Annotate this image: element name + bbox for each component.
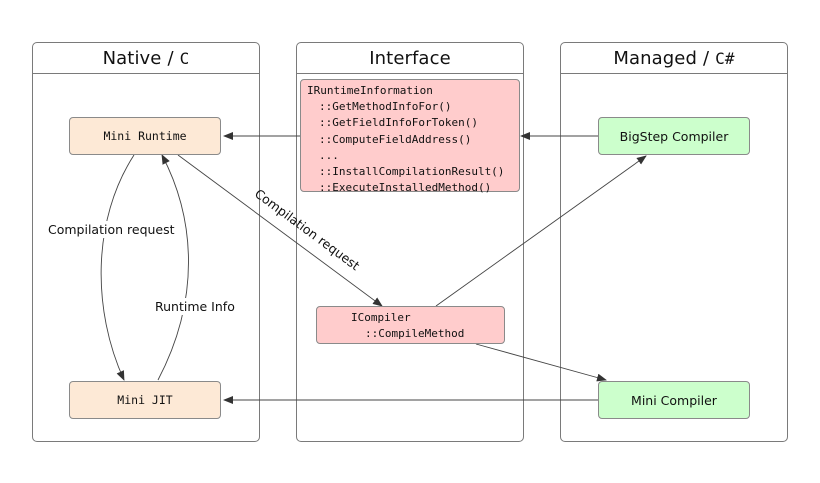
mini-runtime-label: Mini Runtime <box>103 129 187 143</box>
native-language: C <box>179 48 190 68</box>
edge-icompiler-to-bigstep <box>435 155 647 307</box>
mini-jit-node: Mini JIT <box>69 381 221 419</box>
runtime-information-name: IRuntimeInformation <box>307 84 433 97</box>
icompiler-name: ICompiler <box>351 311 411 324</box>
managed-column-header: Managed / C# <box>561 43 787 74</box>
icompiler-node: ICompiler ::CompileMethod <box>316 306 505 344</box>
mini-jit-label: Mini JIT <box>117 393 173 407</box>
bigstep-compiler-node: BigStep Compiler <box>598 117 750 155</box>
native-column-header: Native / C <box>33 43 259 74</box>
edge-icompiler-to-minicompiler <box>475 343 607 382</box>
managed-column: Managed / C# <box>560 42 788 442</box>
native-column: Native / C <box>32 42 260 442</box>
edge-runtime-to-icompiler <box>177 154 383 307</box>
interface-column-header: Interface <box>297 43 523 74</box>
mini-runtime-node: Mini Runtime <box>69 117 221 155</box>
mini-compiler-label: Mini Compiler <box>631 392 717 408</box>
runtime-info-label: Runtime Info <box>154 298 236 315</box>
managed-language: C# <box>715 48 735 68</box>
method-install-compilation-result: ::InstallCompilationResult() <box>319 165 505 179</box>
runtime-information-node: IRuntimeInformation ::GetMethodInfoFor()… <box>300 79 520 194</box>
native-title: Native <box>102 47 162 69</box>
edge-jit-to-runtime-info <box>157 154 189 381</box>
bigstep-compiler-label: BigStep Compiler <box>619 128 729 144</box>
managed-title-separator: / <box>702 47 710 69</box>
mini-compiler-node: Mini Compiler <box>598 381 750 419</box>
method-execute-installed-method: ::ExecuteInstalledMethod() <box>319 181 492 195</box>
method-get-field-info: ::GetFieldInfoForToken() <box>319 116 478 130</box>
interface-title: Interface <box>369 47 451 69</box>
native-title-separator: / <box>167 47 174 69</box>
icompiler-method: ::CompileMethod <box>365 327 465 340</box>
method-compute-field-address: ::ComputeFieldAddress() <box>319 132 472 146</box>
compilation-request-left-label: Compilation request <box>47 221 176 238</box>
edge-runtime-to-jit-request <box>100 154 135 381</box>
method-get-method-info: ::GetMethodInfoFor() <box>319 100 452 114</box>
method-ellipsis: ... <box>319 148 339 162</box>
managed-title: Managed <box>613 47 697 69</box>
